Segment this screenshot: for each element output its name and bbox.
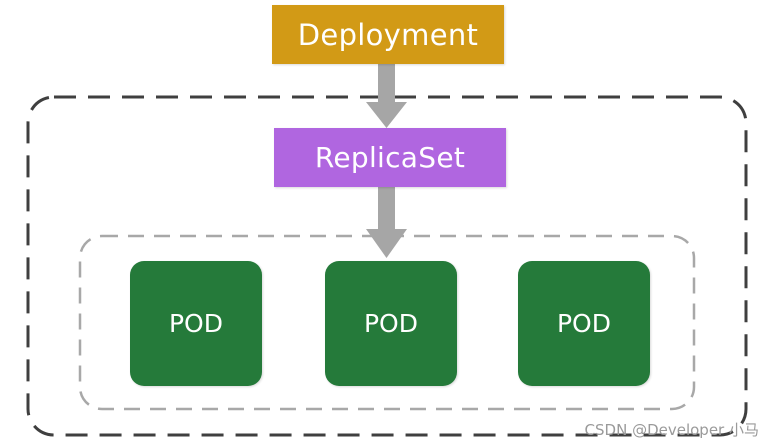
pod-box: POD bbox=[325, 261, 457, 386]
deployment-label: Deployment bbox=[297, 17, 479, 52]
outer-dashed-container bbox=[26, 95, 748, 437]
replicaset-box: ReplicaSet bbox=[274, 128, 506, 187]
arrow-replicaset-to-pods bbox=[366, 187, 407, 258]
pod-label: POD bbox=[556, 309, 611, 338]
replicaset-label: ReplicaSet bbox=[314, 141, 466, 174]
pod-label: POD bbox=[168, 309, 223, 338]
pod-box: POD bbox=[130, 261, 262, 386]
deployment-box: Deployment bbox=[272, 5, 504, 64]
watermark-text: CSDN @Developer 小马 bbox=[584, 421, 759, 439]
inner-dashed-container bbox=[78, 234, 696, 411]
arrow-deployment-to-replicaset bbox=[366, 64, 407, 128]
pod-label: POD bbox=[363, 309, 418, 338]
pod-box: POD bbox=[518, 261, 650, 386]
